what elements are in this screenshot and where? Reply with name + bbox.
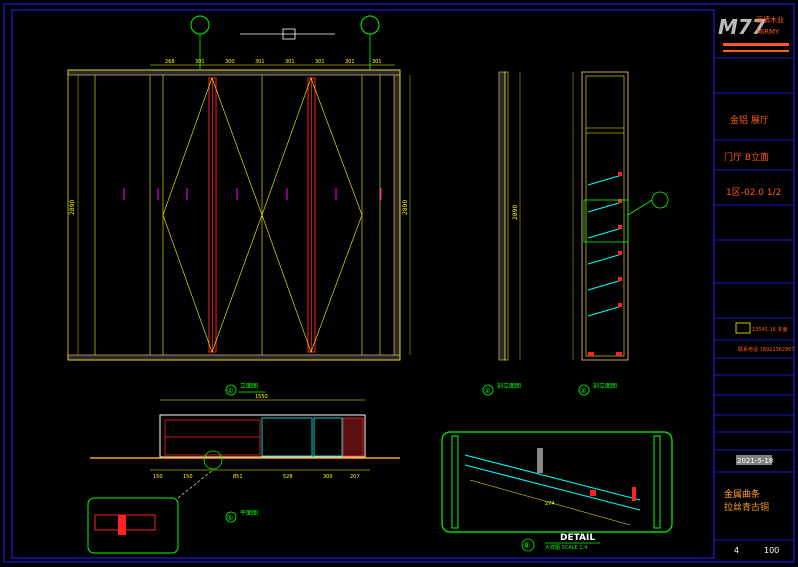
detail-callout-circle [651,191,669,209]
detail-dim-text: 274 [545,501,555,507]
signature-mark [735,322,751,334]
logo-orange-bar-1 [723,43,789,46]
section2-label: 剖立面图 [593,382,617,390]
brand-cn: 丽墙木业 [756,15,784,24]
elev-label-circle [225,384,237,396]
svg-text:268: 268 [165,59,175,65]
plan-top-dim-text: 1550 [255,394,268,400]
section1-height-dim: 2890 [512,205,519,220]
detail-title: DETAIL [560,533,595,543]
svg-text:301: 301 [255,59,265,65]
drawing-no: 1区-02.0 1/2 [726,187,781,198]
plan-cyan-2 [313,417,343,457]
svg-text:300: 300 [323,474,333,480]
detail-gray-post [537,448,543,473]
elev-label: 立面图 [240,382,258,390]
plan-body [159,414,366,458]
plan-label-circle [225,511,237,523]
title-block [714,57,794,541]
scale-value: 100 [764,546,779,555]
handle-marks [123,188,382,200]
section-marker-2 [360,15,380,35]
section-view-1 [498,71,521,361]
plan-detail-mark [203,450,223,470]
svg-text:150: 150 [183,474,193,480]
project-name: 金铝 展厅 [730,114,769,126]
plan-label: 平面图 [240,510,258,517]
plan-label-no: ⑤ [227,514,233,522]
detail-callout-box [583,199,629,243]
logo: M77 [718,15,766,39]
inclined-shelves [587,174,623,317]
section-marker-1 [190,15,210,35]
phone-note: 13545.16 多面 [752,326,787,333]
door-swing-right [261,77,363,353]
inner-frame [11,9,715,559]
page-no: 4 [734,546,739,555]
svg-text:301: 301 [345,59,355,65]
elev-label-no: ① [227,387,233,395]
plan-red-panel [164,419,261,456]
drawing-name: 门厅 B立面 [724,151,769,163]
plan-cyan-1 [261,417,313,457]
zoom-detail-box [87,497,179,554]
elevation-view [67,15,411,361]
plan-view [90,399,400,471]
contact-note: 联系电话 18921362907 [738,346,795,353]
section1-label: 剖立面图 [497,382,521,390]
detail-shelf-top [464,454,641,501]
plan-hatch [342,417,364,457]
elev-height-dim: 2890 [69,200,76,215]
section1-label-circle [482,384,494,396]
detail-view [441,431,673,533]
svg-text:301: 301 [372,59,382,65]
svg-text:300: 300 [225,59,235,65]
section1-body [498,71,506,361]
section1-inner [504,71,509,361]
detail-left-wall [451,435,459,529]
svg-text:851: 851 [233,474,243,480]
material-line-1: 金属曲条 [724,488,760,500]
detail-label-circle [521,538,535,552]
detail-label-no: ⑧ [523,541,530,550]
detail-dim-line [469,479,631,526]
center-mark-box [282,28,296,40]
elev-top-dims: 268 301 300 301 301 301 301 301 [165,59,382,65]
section-view-2 [572,71,669,361]
material-line-2: 拉丝青古铜 [724,501,769,513]
detail-callout-leader [627,199,653,216]
svg-text:207: 207 [350,474,360,480]
shelf-stops [588,172,622,356]
elev-top-band [67,69,401,76]
date-box [736,455,772,465]
section1-label-no: ① [484,387,490,395]
zoom-red-post [118,515,126,535]
svg-text:301: 301 [195,59,205,65]
elev-height-dim-right: 2890 [402,200,409,215]
svg-text:301: 301 [285,59,295,65]
detail-sub: 大样图 SCALE 1:4 [545,544,587,551]
detail-right-wall [653,435,661,529]
section2-label-circle [578,384,590,396]
elev-right-post [393,74,401,356]
detail-red-end [632,487,636,501]
plan-bottom-dims: 150 150 851 528 300 207 [153,474,360,480]
detail-frame [441,431,673,533]
svg-text:301: 301 [315,59,325,65]
zoom-detail-leader [177,469,214,499]
door-swing-left [162,77,263,353]
svg-text:528: 528 [283,474,293,480]
elev-outer [67,69,401,361]
logo-orange-bar-2 [723,50,789,52]
section2-back [585,75,625,357]
detail-red-stop [590,490,596,496]
section2-outer [581,71,629,361]
detail-shelf-bottom [464,464,641,511]
elev-bottom-band [67,354,401,361]
svg-text:150: 150 [153,474,163,480]
brand-en: MIRMY [756,28,780,36]
drawing-date: 2021-5-18 [737,457,773,465]
section2-label-no: ② [580,387,586,395]
